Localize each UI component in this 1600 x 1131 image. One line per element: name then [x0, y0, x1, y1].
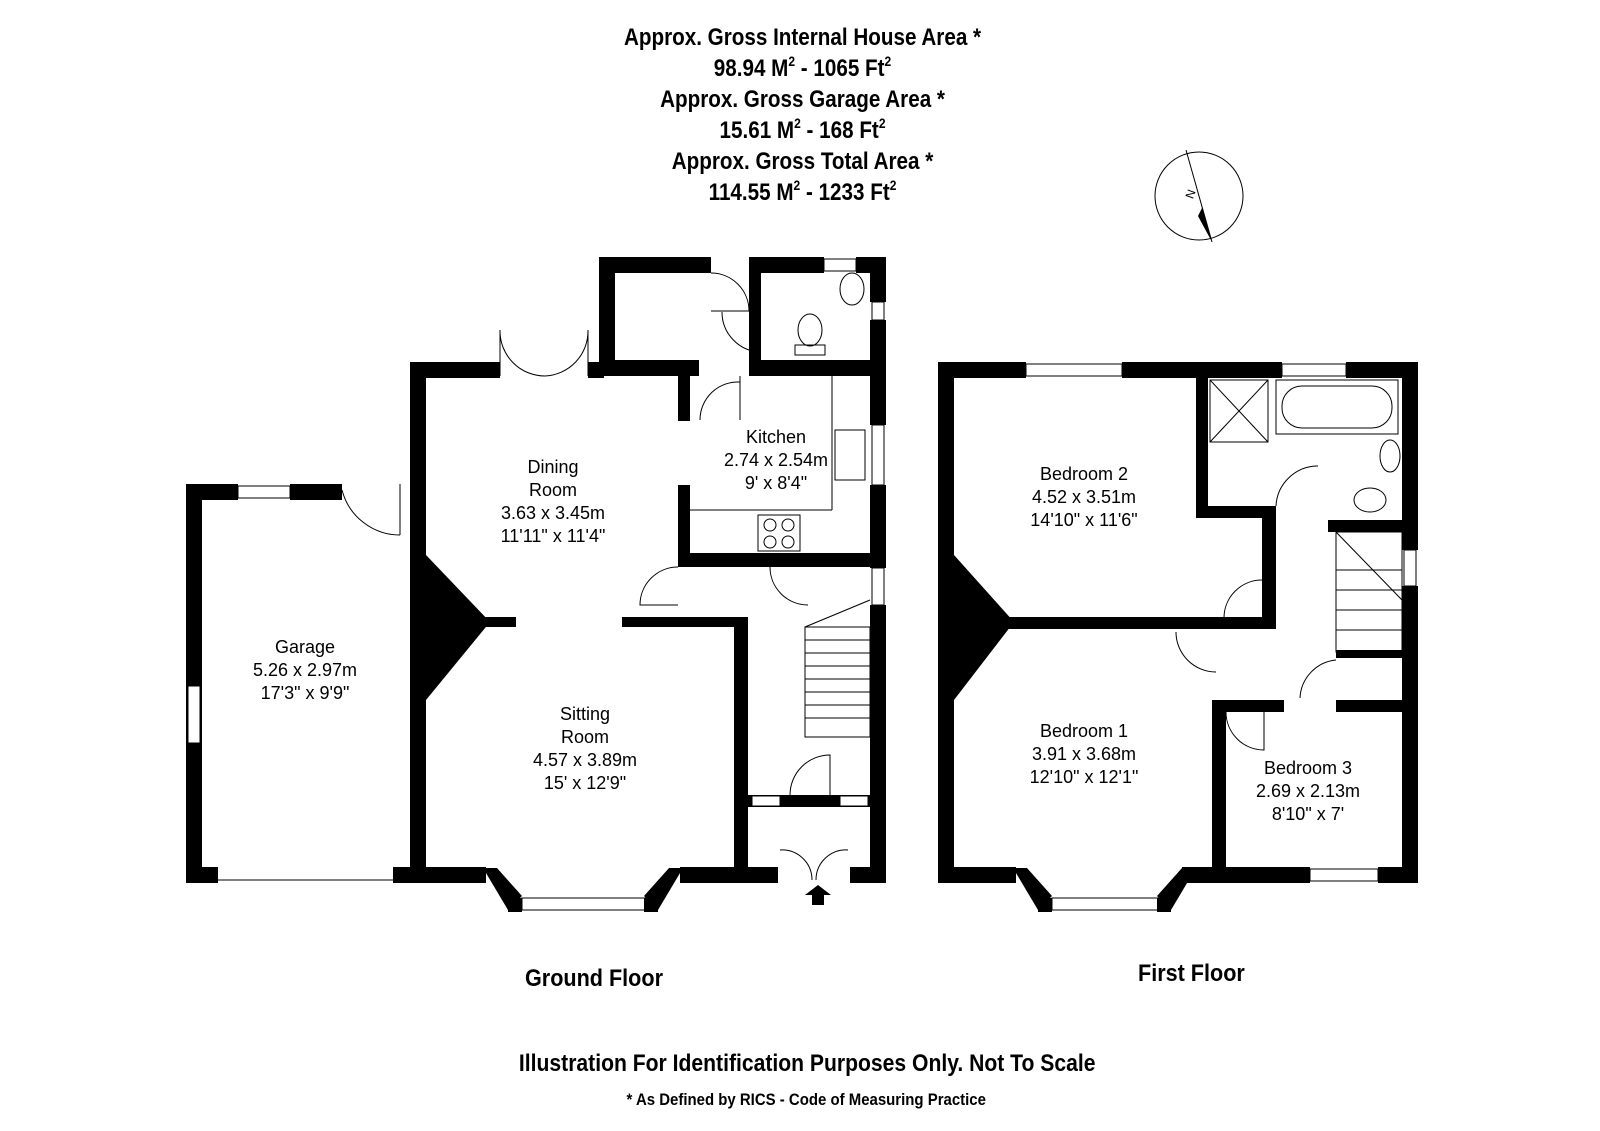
- garage-room: Garage 5.26 x 2.97m 17'3" x 9'9": [253, 637, 357, 703]
- total-area-label: Approx. Gross Total Area *: [671, 148, 934, 175]
- sitting-name-1: Sitting: [560, 704, 610, 724]
- first-floor-label: First Floor: [1138, 960, 1245, 987]
- garage-metric: 5.26 x 2.97m: [253, 660, 357, 680]
- rics-note: * As Defined by RICS - Code of Measuring…: [626, 1090, 986, 1109]
- dining-name-2: Room: [529, 480, 577, 500]
- bedroom-3-metric: 2.69 x 2.13m: [1256, 781, 1360, 801]
- bedroom-1-metric: 3.91 x 3.68m: [1032, 744, 1136, 764]
- bedroom-1-imperial: 12'10" x 12'1": [1030, 767, 1139, 787]
- bedroom-1: Bedroom 1 3.91 x 3.68m 12'10" x 12'1": [1030, 721, 1139, 787]
- bedroom-2-name: Bedroom 2: [1040, 464, 1128, 484]
- compass-icon: N: [1154, 149, 1244, 243]
- bedroom-2: Bedroom 2 4.52 x 3.51m 14'10" x 11'6": [1030, 464, 1137, 530]
- kitchen-imperial: 9' x 8'4": [745, 473, 807, 493]
- kitchen-name: Kitchen: [746, 427, 806, 447]
- dining-name-1: Dining: [527, 457, 578, 477]
- garage-area-label: Approx. Gross Garage Area *: [660, 86, 945, 113]
- bedroom-3: Bedroom 3 2.69 x 2.13m 8'10" x 7': [1256, 758, 1360, 824]
- bedroom-2-imperial: 14'10" x 11'6": [1030, 510, 1137, 530]
- garage-area-value: 15.61 M2 - 168 Ft2: [719, 115, 886, 144]
- dining-imperial: 11'11" x 11'4": [501, 526, 606, 546]
- bedroom-2-metric: 4.52 x 3.51m: [1032, 487, 1136, 507]
- sitting-imperial: 15' x 12'9": [544, 773, 626, 793]
- garage-name: Garage: [275, 637, 335, 657]
- bedroom-3-imperial: 8'10" x 7': [1272, 804, 1344, 824]
- dining-room: Dining Room 3.63 x 3.45m 11'11" x 11'4": [501, 457, 606, 546]
- house-area-label: Approx. Gross Internal House Area *: [623, 24, 982, 51]
- sitting-name-2: Room: [561, 727, 609, 747]
- kitchen-metric: 2.74 x 2.54m: [724, 450, 828, 470]
- first-floor-plan: [938, 362, 1418, 912]
- bedroom-1-name: Bedroom 1: [1040, 721, 1128, 741]
- compass-letter: N: [1183, 188, 1199, 201]
- disclaimer: Illustration For Identification Purposes…: [518, 1050, 1096, 1077]
- sitting-room: Sitting Room 4.57 x 3.89m 15' x 12'9": [533, 704, 637, 793]
- house-area-value: 98.94 M2 - 1065 Ft2: [713, 53, 892, 82]
- sitting-metric: 4.57 x 3.89m: [533, 750, 637, 770]
- dining-metric: 3.63 x 3.45m: [501, 503, 605, 523]
- total-area-value: 114.55 M2 - 1233 Ft2: [708, 177, 897, 206]
- garage-imperial: 17'3" x 9'9": [261, 683, 350, 703]
- kitchen-room: Kitchen 2.74 x 2.54m 9' x 8'4": [724, 427, 828, 493]
- entrance-arrow-icon: [805, 885, 831, 905]
- ground-floor-label: Ground Floor: [525, 965, 663, 992]
- bedroom-3-name: Bedroom 3: [1264, 758, 1352, 778]
- ground-floor-plan: [186, 257, 886, 912]
- stair-treads: [805, 639, 870, 719]
